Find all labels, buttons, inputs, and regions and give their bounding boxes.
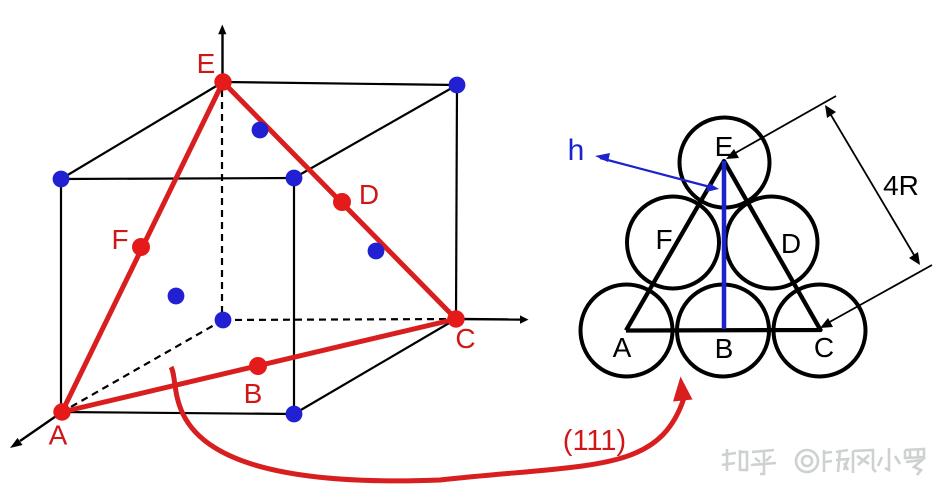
svg-text:C: C — [455, 323, 475, 354]
svg-text:4R: 4R — [883, 170, 919, 201]
svg-text:h: h — [568, 134, 585, 167]
svg-text:D: D — [359, 179, 379, 210]
svg-text:F: F — [111, 224, 128, 255]
svg-text:A: A — [613, 332, 632, 363]
svg-text:B: B — [244, 378, 263, 409]
svg-text:F: F — [655, 224, 672, 255]
svg-text:D: D — [781, 228, 801, 259]
svg-text:B: B — [715, 333, 734, 364]
svg-text:(111): (111) — [563, 425, 626, 457]
svg-text:C: C — [814, 332, 834, 363]
svg-text:A: A — [49, 420, 68, 451]
svg-text:E: E — [197, 48, 216, 79]
svg-text:E: E — [715, 131, 734, 162]
